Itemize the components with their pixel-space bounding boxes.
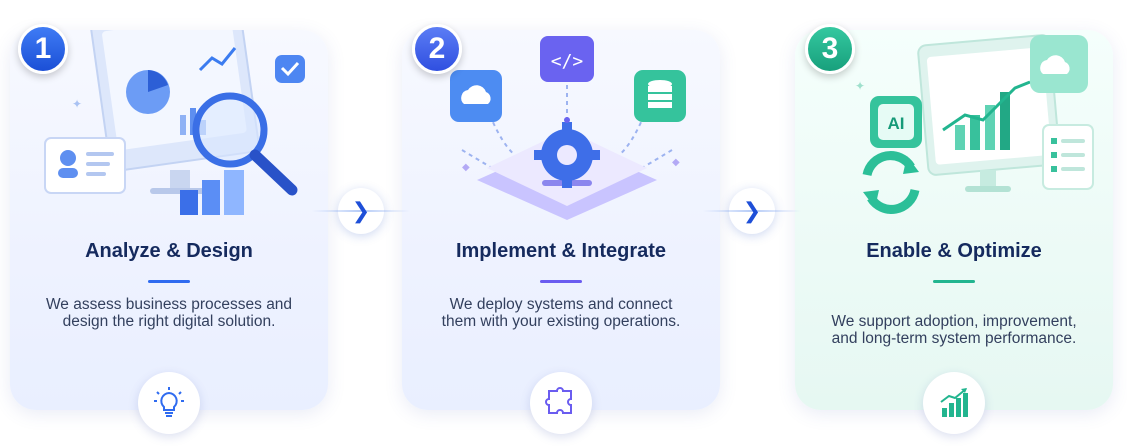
step-description: We assess business processes and design … [45, 296, 293, 330]
growth-chart-icon [923, 372, 985, 434]
svg-text:◆: ◆ [462, 162, 470, 173]
title-divider [540, 280, 582, 283]
step-title: Implement & Integrate [455, 240, 667, 262]
step-title: Analyze & Design [85, 240, 253, 262]
puzzle-icon [530, 372, 592, 434]
step-number-badge: 1 [18, 24, 68, 74]
step-number-badge: 2 [412, 24, 462, 74]
step-description: We support adoption, improvement, and lo… [831, 313, 1077, 347]
title-divider [933, 280, 975, 283]
next-step-connector: ❯ [703, 188, 801, 234]
step-card-enable-optimize: 3 AI ✦ Enable & Optimize We support adop… [789, 24, 1119, 434]
title-divider [148, 280, 190, 283]
optimization-illustration: AI ✦ [855, 34, 1094, 214]
lightbulb-icon [138, 372, 200, 434]
step-number-badge: 3 [805, 24, 855, 74]
svg-text:</>: </> [551, 51, 584, 72]
step-title: Enable & Optimize [866, 240, 1042, 262]
analytics-dashboard-illustration: ✦ [44, 30, 305, 215]
svg-text:✦: ✦ [855, 79, 865, 93]
step-card-analyze-design: 1 ✦ Analyze & Design We assess busines [4, 24, 334, 434]
chevron-right-icon: ❯ [742, 198, 762, 223]
integration-illustration: </> ◆ ◆ [450, 36, 686, 220]
step-card-implement-integrate: 2 </> ◆ ◆ Implement & Integrate [396, 24, 726, 434]
svg-text:✦: ✦ [72, 97, 82, 111]
svg-text:AI: AI [888, 114, 905, 133]
step-description: We deploy systems and connect them with … [441, 296, 681, 330]
next-step-connector: ❯ [312, 188, 410, 234]
svg-text:◆: ◆ [672, 157, 680, 168]
chevron-right-icon: ❯ [351, 198, 371, 223]
